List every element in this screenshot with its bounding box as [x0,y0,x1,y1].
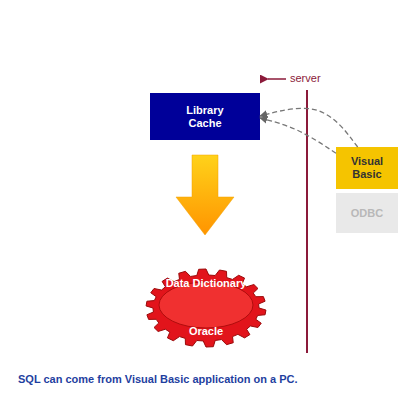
server-pointer [268,78,286,80]
server-label: server [290,72,321,84]
server-boundary [306,90,308,353]
node-text: Library Cache [175,104,235,130]
client-box: Visual Basic [336,147,398,189]
driver-box: ODBC [336,193,398,233]
gear-body [146,269,266,347]
node-text: ODBC [351,207,383,220]
node-text: Oracle [189,325,223,338]
oracle-gear: Data DictionaryOracle [145,268,267,348]
caption: SQL can come from Visual Basic applicati… [18,373,298,385]
request-arrow [260,108,358,147]
request-arrow [260,118,336,153]
cache-box: Library Cache [150,93,260,140]
node-text: Visual Basic [343,155,391,181]
node-text: Data Dictionary [166,277,247,290]
flow-arrow [176,155,234,235]
